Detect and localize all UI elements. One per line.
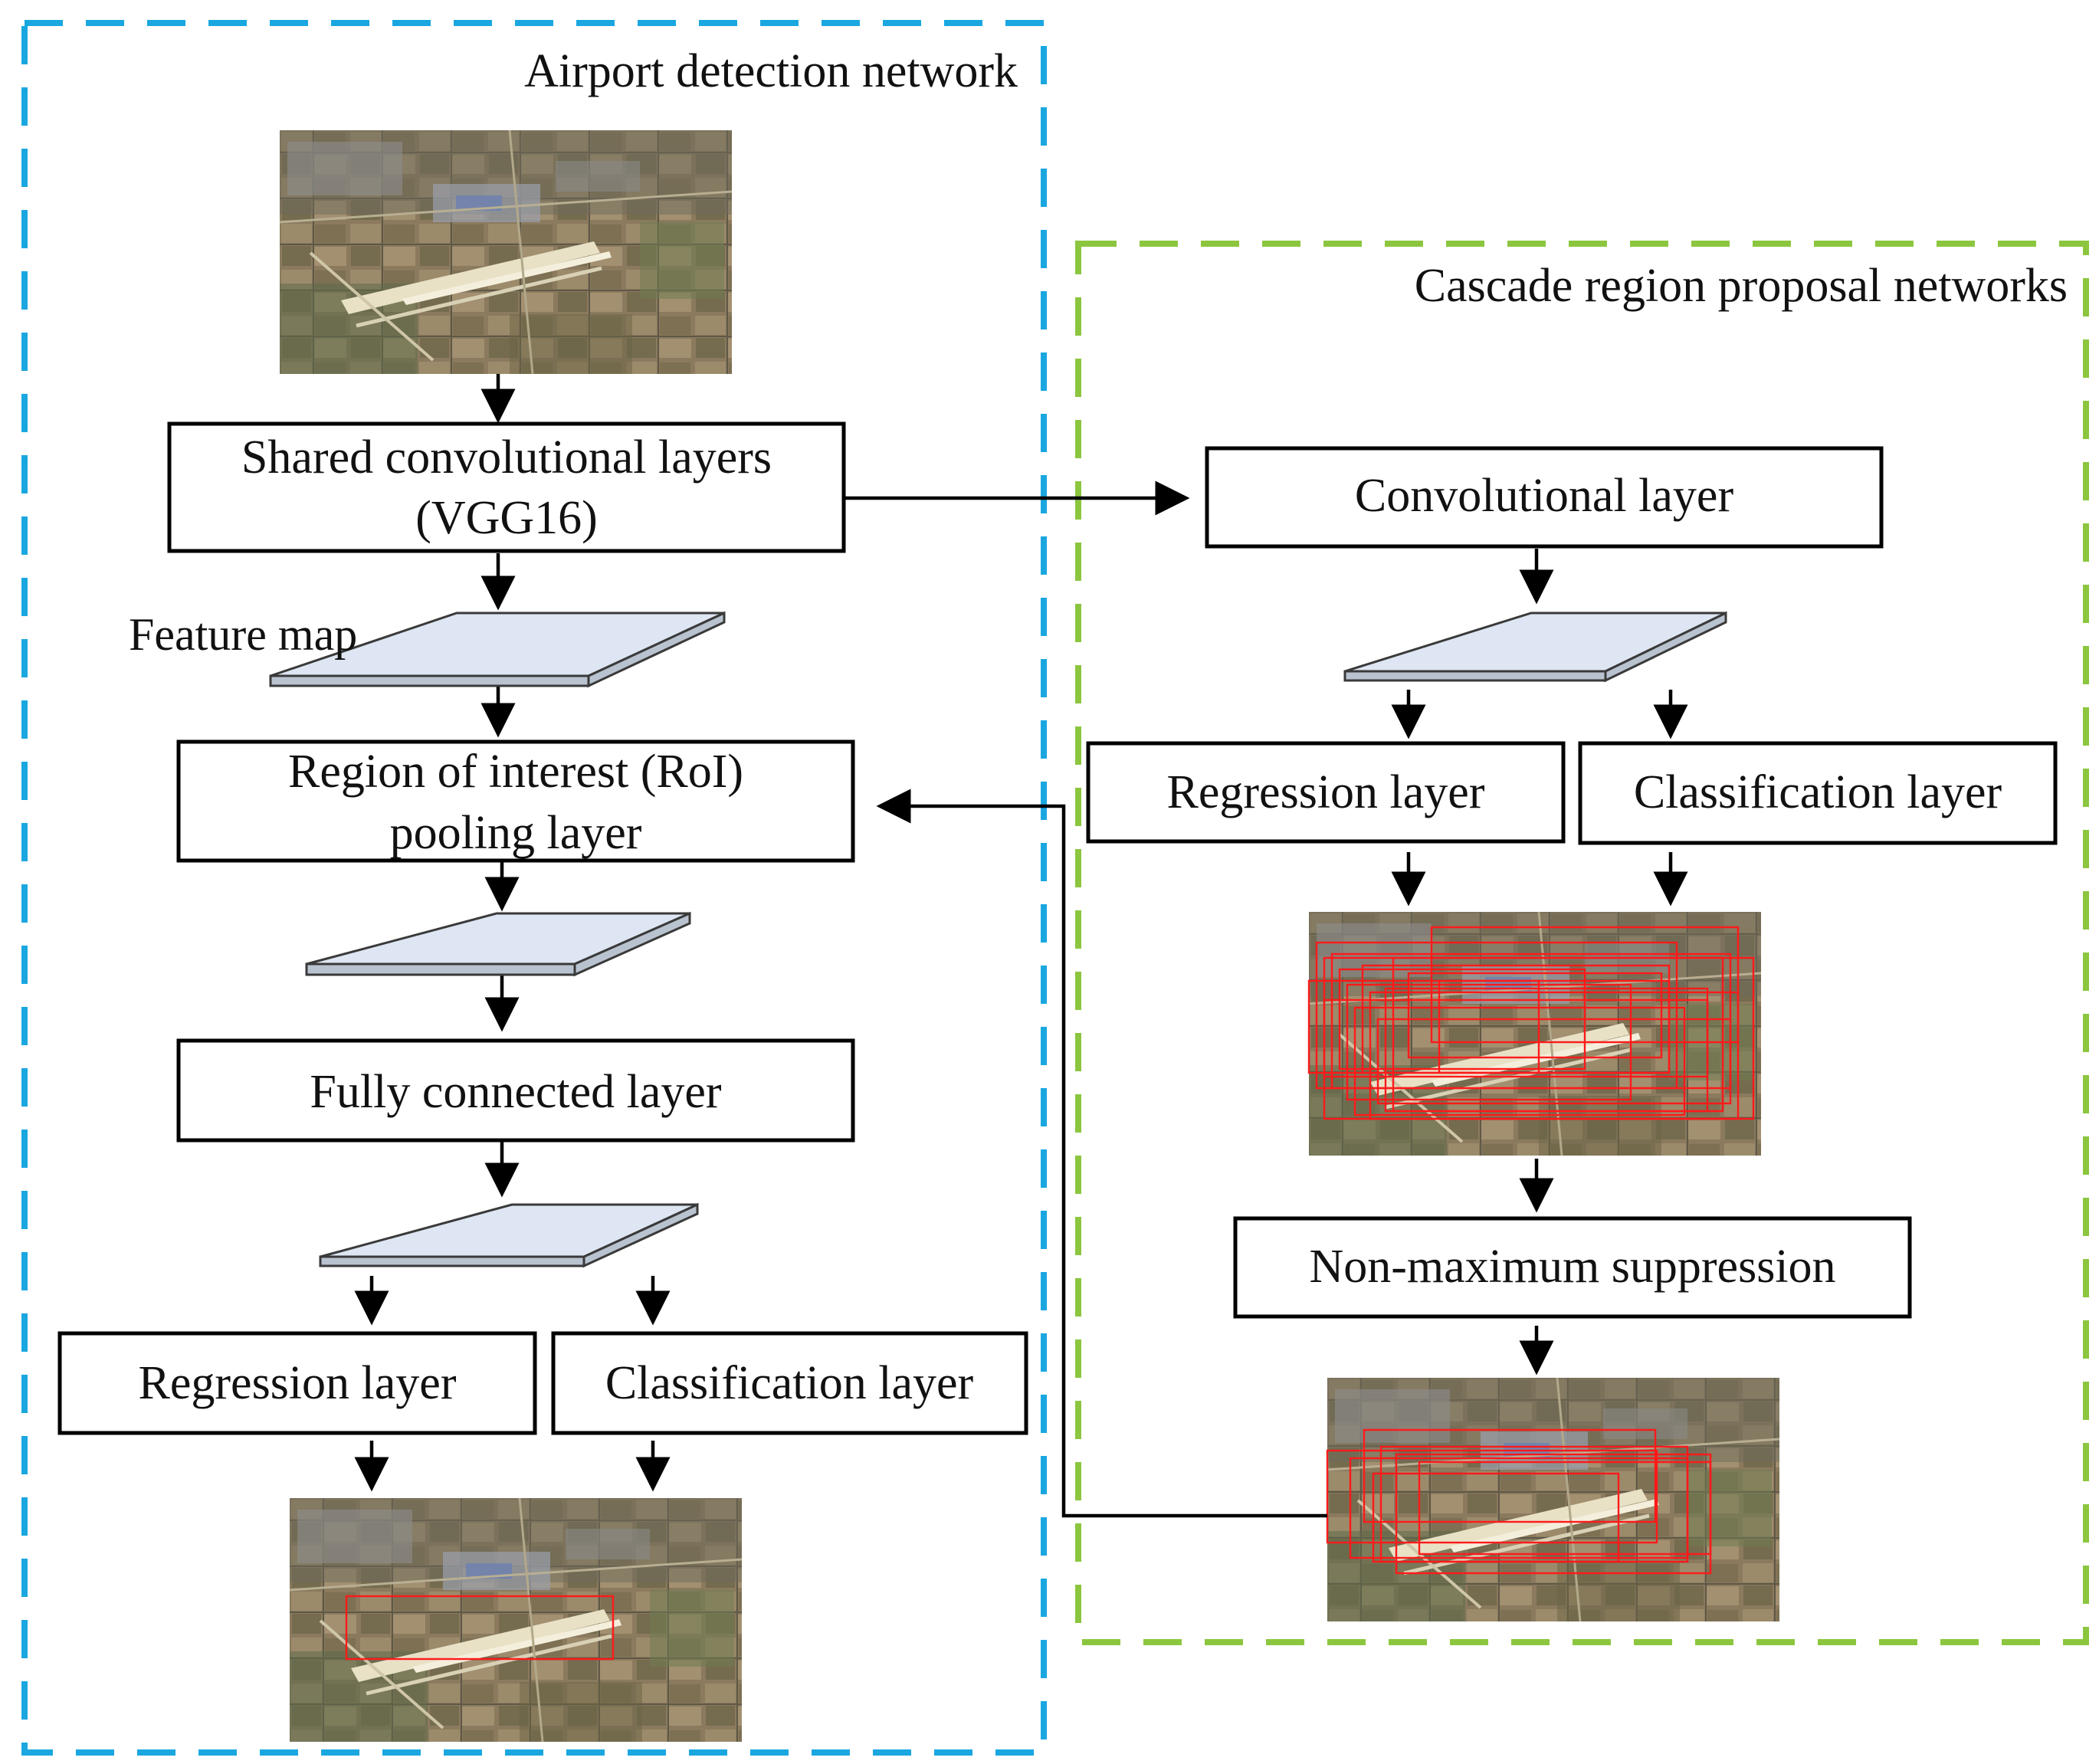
feature-map-plane-icon: [1343, 611, 1727, 683]
roi-pooling-layer-box: Region of interest (RoI) pooling layer: [176, 739, 855, 863]
nms-label: Non-maximum suppression: [1309, 1241, 1835, 1293]
cascade-region-proposal-group: [1075, 241, 2089, 1645]
shared-convolutional-layers-box: Shared convolutional layers (VGG16): [167, 421, 846, 553]
roi-label-line1: Region of interest (RoI): [288, 746, 743, 798]
regression-left-label: Regression layer: [139, 1357, 457, 1409]
feature-map-plane-icon: [269, 611, 726, 688]
regression-right-label: Regression layer: [1167, 766, 1485, 818]
arrow-icon: [876, 789, 1327, 1518]
output-satellite-image: [290, 1498, 742, 1742]
classification-layer-box-right: Classification layer: [1578, 741, 2058, 845]
nms-satellite-image: [1327, 1378, 1779, 1621]
fully-connected-label: Fully connected layer: [310, 1066, 721, 1118]
non-maximum-suppression-box: Non-maximum suppression: [1233, 1216, 1912, 1319]
roi-label-line2: pooling layer: [390, 807, 642, 859]
input-satellite-image: [280, 130, 732, 374]
classification-left-label: Classification layer: [605, 1357, 974, 1409]
classification-layer-box-left: Classification layer: [551, 1331, 1028, 1435]
fully-connected-layer-box: Fully connected layer: [176, 1038, 855, 1143]
regression-layer-box-left: Regression layer: [57, 1331, 537, 1435]
conv-layer-label: Convolutional layer: [1355, 470, 1734, 522]
shared-conv-label-line2: (VGG16): [415, 492, 598, 544]
convolutional-layer-box: Convolutional layer: [1205, 446, 1884, 549]
regression-layer-box-right: Regression layer: [1086, 741, 1566, 844]
feature-map-label: Feature map: [129, 609, 357, 660]
proposals-satellite-image: [1309, 912, 1761, 1156]
shared-conv-label-line1: Shared convolutional layers: [241, 431, 772, 484]
airport-detection-network-group: [21, 20, 1047, 1756]
cascade-group-title: Cascade region proposal networks: [1415, 260, 2068, 312]
feature-map-plane-icon: [305, 911, 691, 977]
classification-right-label: Classification layer: [1634, 766, 2002, 818]
feature-map-plane-icon: [319, 1202, 699, 1268]
airport-group-title: Airport detection network: [524, 45, 1018, 97]
